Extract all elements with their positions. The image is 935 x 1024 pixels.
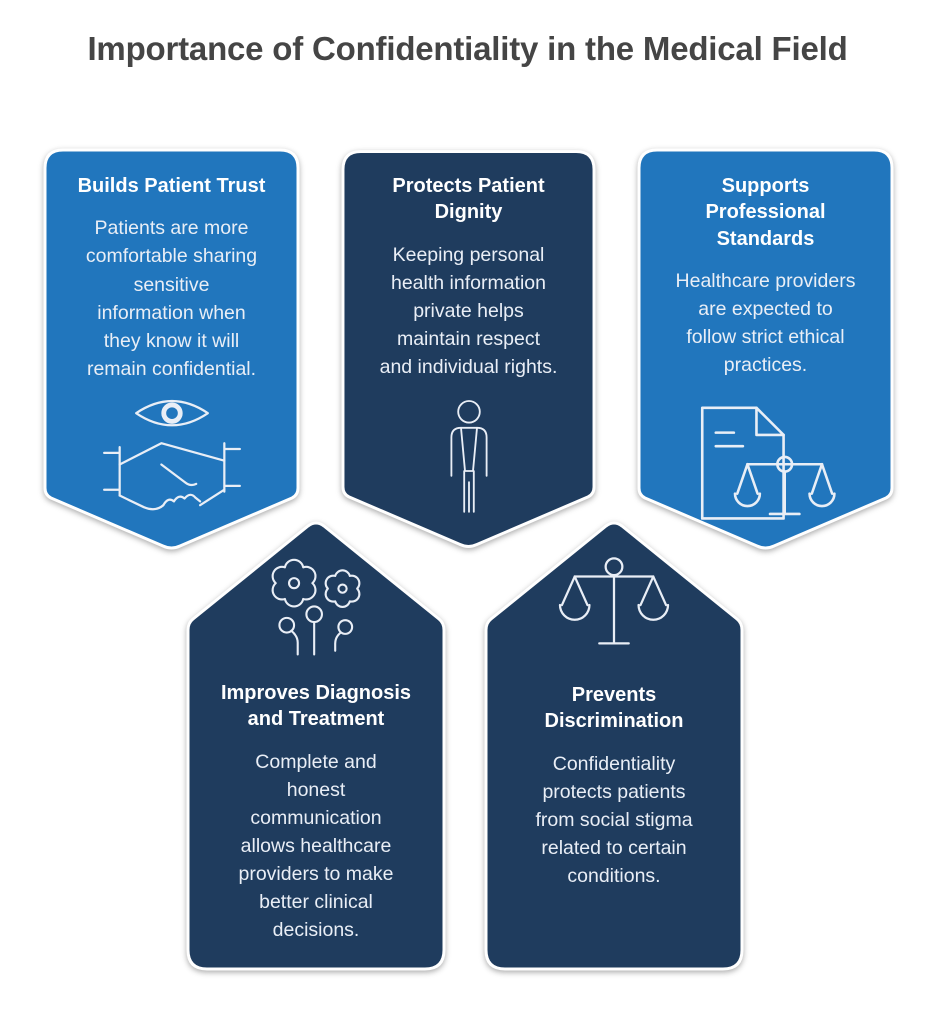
card-protects-patient-dignity: Protects Patient Dignity Keeping persona… [340,147,597,557]
card-body: Confidentiality protects patients from s… [535,752,693,888]
card-builds-patient-trust: Builds Patient Trust Patients are more c… [42,147,301,557]
card-heading: Builds Patient Trust [77,175,266,197]
card-body: Complete and honest communication allows… [238,750,394,942]
card-heading: Supports Professional Standards [705,175,826,250]
balance-scales-icon [497,552,731,662]
card-heading: Prevents Discrimination [544,684,684,733]
card-prevents-discrimination: Prevents Discrimination Confidentiality … [483,518,745,973]
card-heading: Protects Patient Dignity [392,175,545,224]
page-title: Importance of Confidentiality in the Med… [87,30,848,67]
pennant-up-shape [186,521,446,971]
pennant-down-shape [341,150,596,548]
card-heading: Improves Diagnosis and Treatment [220,682,412,731]
card-improves-diagnosis-treatment: Improves Diagnosis and Treatment Complet… [185,518,447,973]
card-body: Keeping personal health information priv… [379,243,558,379]
card-supports-professional-standards: Supports Professional Standards Healthca… [636,147,895,557]
card-body: Patients are more comfortable sharing se… [85,217,258,380]
document-scales-icon [636,401,895,523]
card-content: Protects Patient Dignity Keeping persona… [340,147,597,557]
eye-handshake-icon [42,387,301,513]
card-content: Supports Professional Standards Healthca… [636,147,895,557]
card-body: Healthcare providers are expected to fol… [675,270,856,377]
card-content: Prevents Discrimination Confidentiality … [483,518,745,973]
gears-research-icon [199,552,433,660]
card-content: Improves Diagnosis and Treatment Complet… [185,518,447,973]
person-icon [340,399,597,519]
card-content: Builds Patient Trust Patients are more c… [42,147,301,557]
pennant-up-shape [484,521,744,971]
